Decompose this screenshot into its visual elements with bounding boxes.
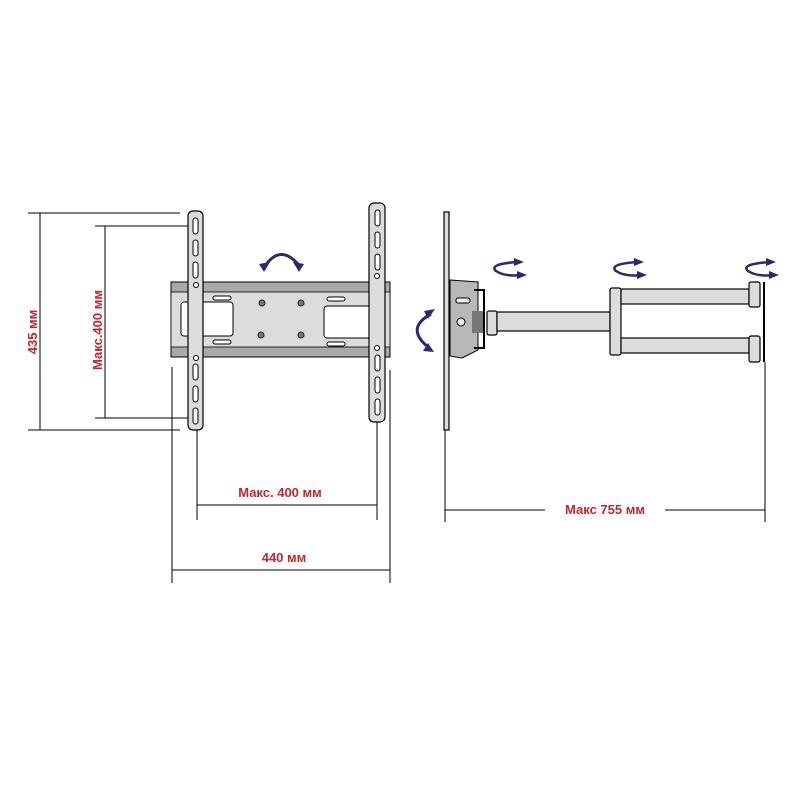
dimension-vesa-vertical: Макс.400 мм [90,225,190,419]
swivel-arrow-icon [493,258,527,279]
mount-front-view [170,202,391,431]
swivel-arrow-icon [613,258,647,279]
bolt-holes [257,299,305,339]
dimension-extension: Макс 755 мм [444,362,766,522]
label-vesa-horizontal: Макс. 400 мм [238,485,322,500]
mount-side-view [415,211,779,431]
dimension-height-total: 435 мм [25,212,180,431]
tilt-arrow-icon [259,253,304,272]
label-vesa-vertical: Макс.400 мм [90,290,105,370]
tilt-arrow-side-icon [415,309,435,352]
vertical-strip-left [187,210,204,431]
label-width-total: 440 мм [262,550,307,565]
vertical-strip-right [368,202,386,423]
dimension-vesa-horizontal: Макс. 400 мм [196,422,378,520]
swivel-arrow-icon [745,258,779,279]
label-extension: Макс 755 мм [565,502,645,517]
dimension-width-total: 440 мм [171,367,391,583]
label-height-total: 435 мм [25,310,40,355]
